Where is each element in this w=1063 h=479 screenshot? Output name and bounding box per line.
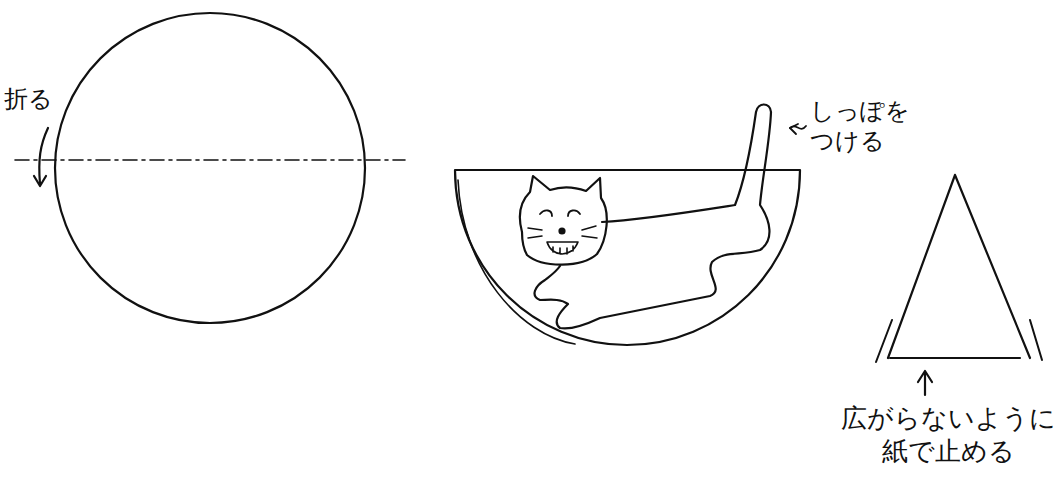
cone-base: [890, 357, 1020, 359]
note-label: 広がらないように 紙で止める: [837, 402, 1059, 467]
base-arrow: [918, 371, 932, 395]
cat-eyes: [540, 210, 580, 216]
cat-nose: [560, 229, 565, 234]
paper-circle: [55, 13, 365, 323]
fold-arrow-head: [34, 176, 46, 186]
note-label: しっぽを つける: [810, 96, 920, 156]
cat-mouth: [547, 242, 578, 254]
cat-body: [535, 105, 771, 329]
cat-head: [520, 176, 607, 265]
cat-whiskers: [528, 226, 597, 238]
cone-sides: [888, 175, 1030, 358]
tail-pointer-head: [790, 124, 798, 134]
half-circle: [455, 170, 800, 345]
paper-strips: [876, 320, 1042, 362]
note-label: 折る: [4, 84, 64, 114]
fold-line: [15, 159, 405, 161]
